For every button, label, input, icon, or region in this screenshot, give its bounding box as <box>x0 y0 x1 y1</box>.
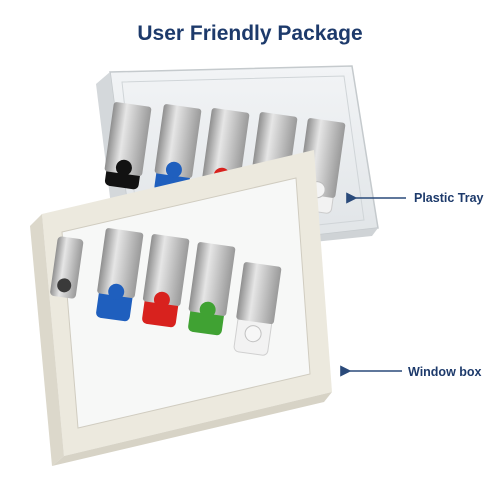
box-drive-black <box>50 236 84 299</box>
box-drives <box>50 228 282 356</box>
tray-drive-black <box>104 102 152 190</box>
window-box <box>30 150 332 466</box>
box-drive-blue <box>96 228 144 322</box>
box-drive-red <box>142 234 190 328</box>
box-drive-white <box>233 262 282 356</box>
box-drive-green <box>188 242 236 336</box>
plastic-tray-label: Plastic Tray <box>414 191 484 205</box>
window-box-label: Window box <box>408 365 482 379</box>
page-title: User Friendly Package <box>137 22 363 45</box>
